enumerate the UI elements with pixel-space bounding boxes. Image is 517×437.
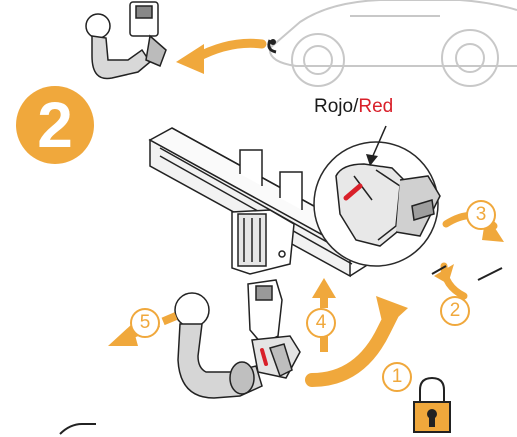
main-step-number: 2 <box>16 86 94 164</box>
tow-ball-hitch-small-icon <box>86 2 166 79</box>
bottom-partial-graphic <box>60 424 96 434</box>
step-badge-2: 2 <box>440 296 470 326</box>
tow-ball-hitch-icon <box>175 280 300 398</box>
car-outline-icon <box>270 0 517 86</box>
lock-icon <box>414 378 450 432</box>
slot-line-2 <box>478 268 502 280</box>
step-badge-5: 5 <box>130 308 160 338</box>
mount-bracket-icon <box>232 210 294 274</box>
arrow-car-to-hitch <box>196 43 262 58</box>
color-label-red: Red <box>358 96 393 117</box>
step-badge-1: 1 <box>382 362 412 392</box>
color-label-rojo: Rojo <box>314 96 353 117</box>
step-badge-4: 4 <box>306 308 336 338</box>
step-badge-3: 3 <box>466 200 496 230</box>
color-label: Rojo/Red <box>314 96 393 118</box>
